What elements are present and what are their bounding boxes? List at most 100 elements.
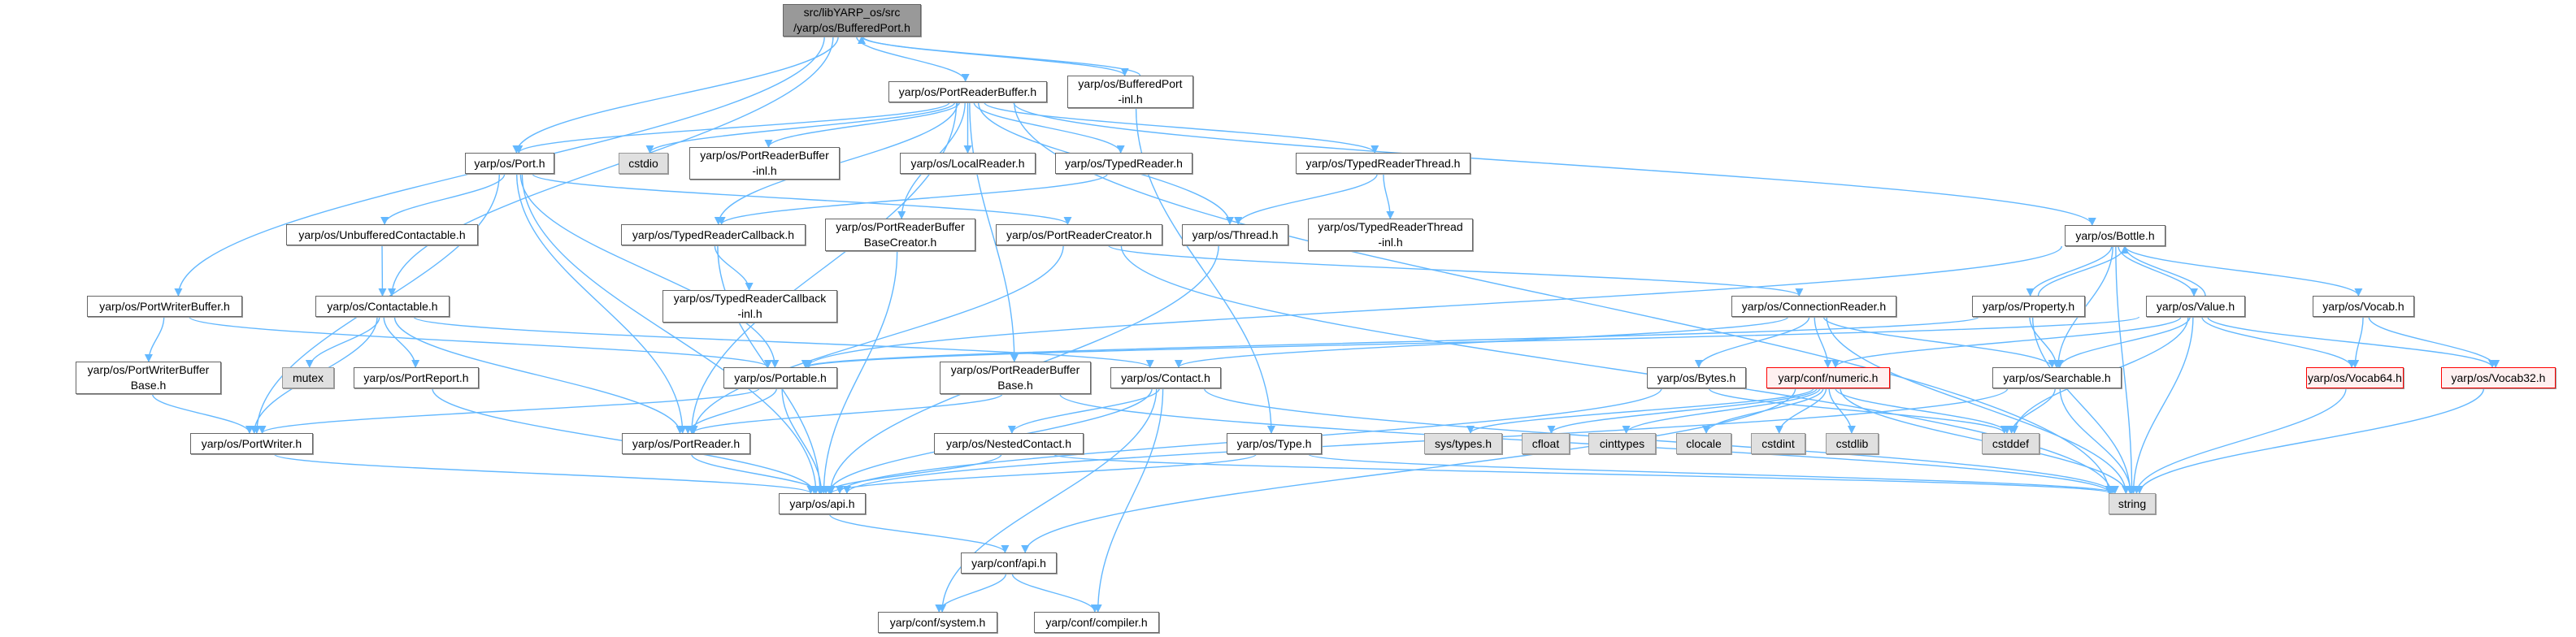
node-PortReader[interactable]: yarp/os/PortReader.h xyxy=(622,433,750,454)
node-Vocab[interactable]: yarp/os/Vocab.h xyxy=(2313,296,2414,317)
node-PRBInl[interactable]: yarp/os/PortReaderBuffer-inl.h xyxy=(689,147,840,180)
node-cstdio[interactable]: cstdio xyxy=(619,153,668,174)
node-string[interactable]: string xyxy=(2109,493,2156,514)
node-label: cstdint xyxy=(1761,436,1795,450)
edge-Port-to-PortReaderCreator xyxy=(532,173,1072,225)
edge-numeric-to-cstdlib xyxy=(1828,388,1856,434)
node-Contactable[interactable]: yarp/os/Contactable.h xyxy=(315,296,450,317)
edge-BufferedPortInl-to-root xyxy=(858,36,1141,76)
node-label: clocale xyxy=(1686,436,1722,450)
node-PortReaderCreator[interactable]: yarp/os/PortReaderCreator.h xyxy=(996,224,1162,245)
edge-Value-to-string xyxy=(2129,316,2194,494)
edge-PortReaderBuffer-to-cstdio xyxy=(645,102,956,154)
node-numeric[interactable]: yarp/conf/numeric.h xyxy=(1766,367,1890,388)
node-PortReport[interactable]: yarp/os/PortReport.h xyxy=(354,367,479,388)
node-Vocab32[interactable]: yarp/os/Vocab32.h xyxy=(2441,367,2556,388)
node-Contact[interactable]: yarp/os/Contact.h xyxy=(1110,367,1221,388)
node-Portable[interactable]: yarp/os/Portable.h xyxy=(723,367,837,388)
node-Port[interactable]: yarp/os/Port.h xyxy=(465,153,554,174)
node-TRThreadInl[interactable]: yarp/os/TypedReaderThread -inl.h xyxy=(1308,219,1473,251)
node-mutex[interactable]: mutex xyxy=(282,367,334,388)
node-TRCallbackInl[interactable]: yarp/os/TypedReaderCallback-inl.h xyxy=(662,290,837,323)
node-root[interactable]: src/libYARP_os/src/yarp/os/BufferedPort.… xyxy=(783,4,921,37)
node-BufferedPortInl[interactable]: yarp/os/BufferedPort-inl.h xyxy=(1067,76,1193,108)
edge-numeric-to-cinttypes xyxy=(1622,388,1821,434)
node-confapi[interactable]: yarp/conf/api.h xyxy=(961,552,1057,574)
node-PortWriter[interactable]: yarp/os/PortWriter.h xyxy=(190,433,313,454)
node-label: yarp/os/TypedReaderThread xyxy=(1318,220,1463,233)
node-ConnectionReader[interactable]: yarp/os/ConnectionReader.h xyxy=(1731,296,1896,317)
node-compiler[interactable]: yarp/conf/compiler.h xyxy=(1034,612,1159,633)
node-osapi[interactable]: yarp/os/api.h xyxy=(779,493,866,514)
node-label: yarp/os/PortReader.h xyxy=(632,436,741,450)
node-label: yarp/os/Searchable.h xyxy=(2003,370,2111,384)
node-TypedReaderCallback[interactable]: yarp/os/TypedReaderCallback.h xyxy=(621,224,806,245)
node-label: yarp/os/PortWriterBuffer.h xyxy=(99,299,230,313)
node-Searchable[interactable]: yarp/os/Searchable.h xyxy=(1992,367,2122,388)
node-label: yarp/os/BufferedPort xyxy=(1078,77,1183,90)
edge-Value-to-numeric xyxy=(1831,316,2182,368)
node-TypedReader[interactable]: yarp/os/TypedReader.h xyxy=(1055,153,1192,174)
node-label: cstdio xyxy=(628,156,658,170)
edge-PortReaderBuffer-to-Port xyxy=(515,102,950,154)
node-cstdlib[interactable]: cstdlib xyxy=(1826,433,1879,454)
node-cstdint[interactable]: cstdint xyxy=(1751,433,1805,454)
edge-Type-to-string xyxy=(1308,453,2119,494)
node-cstddef[interactable]: cstddef xyxy=(1982,433,2040,454)
node-label: src/libYARP_os/src xyxy=(803,6,901,19)
node-TypedReaderThread[interactable]: yarp/os/TypedReaderThread.h xyxy=(1296,153,1470,174)
edge-TypedReaderThread-to-Thread xyxy=(1234,173,1378,225)
node-Property[interactable]: yarp/os/Property.h xyxy=(1972,296,2085,317)
node-label: yarp/os/Bottle.h xyxy=(2075,228,2155,242)
node-label: yarp/os/TypedReader.h xyxy=(1065,156,1183,170)
edge-PortWriter-to-osapi xyxy=(273,453,815,494)
node-Bottle[interactable]: yarp/os/Bottle.h xyxy=(2065,225,2165,246)
node-system[interactable]: yarp/conf/system.h xyxy=(878,612,997,633)
node-Value[interactable]: yarp/os/Value.h xyxy=(2146,296,2245,317)
edge-ConnectionReader-to-numeric xyxy=(1814,316,1832,368)
node-label: Base.h xyxy=(997,379,1033,392)
edge-PortWriterBuffer-to-PWBBase xyxy=(144,316,165,362)
node-cfloat[interactable]: cfloat xyxy=(1522,433,1570,454)
node-systypes[interactable]: sys/types.h xyxy=(1424,433,1502,454)
edge-Bottle-to-Vocab xyxy=(2124,245,2363,297)
edge-TypedReaderThread-to-TRThreadInl xyxy=(1383,173,1395,219)
edge-ConnectionReader-to-Contact xyxy=(1175,316,1789,368)
node-label: yarp/os/PortWriterBuffer xyxy=(87,363,210,376)
node-label: -inl.h xyxy=(1378,236,1403,249)
edge-Bottle-to-string xyxy=(2115,245,2136,494)
node-LocalReader[interactable]: yarp/os/LocalReader.h xyxy=(900,153,1036,174)
edge-root-to-Port xyxy=(512,36,839,154)
node-label: yarp/conf/system.h xyxy=(889,615,986,629)
node-label: yarp/os/api.h xyxy=(789,496,855,510)
edge-Bottle-to-Portable xyxy=(803,245,2063,368)
edge-TypedReaderCallback-to-TRCallbackInl xyxy=(714,245,754,291)
node-PortReaderBuffer[interactable]: yarp/os/PortReaderBuffer.h xyxy=(888,81,1047,102)
node-label: /yarp/os/BufferedPort.h xyxy=(793,21,910,34)
node-Type[interactable]: yarp/os/Type.h xyxy=(1227,433,1322,454)
node-UnbufferedContactable[interactable]: yarp/os/UnbufferedContactable.h xyxy=(286,224,478,245)
edge-Port-to-UnbufferedContactable xyxy=(380,173,506,225)
node-Thread[interactable]: yarp/os/Thread.h xyxy=(1182,224,1288,245)
edge-Value-to-Bottle xyxy=(2121,245,2206,297)
edge-PortReaderBuffer-to-TypedReaderThread xyxy=(984,102,1379,154)
edge-PortReaderCreator-to-string xyxy=(1120,245,2115,494)
edge-Port-to-osapi xyxy=(521,173,820,494)
node-cinttypes[interactable]: cinttypes xyxy=(1588,433,1656,454)
node-Bytes[interactable]: yarp/os/Bytes.h xyxy=(1647,367,1746,388)
node-label: yarp/os/LocalReader.h xyxy=(910,156,1025,170)
node-label: yarp/os/TypedReaderCallback xyxy=(673,292,827,305)
node-clocale[interactable]: clocale xyxy=(1676,433,1731,454)
node-NestedContact[interactable]: yarp/os/NestedContact.h xyxy=(934,433,1084,454)
edge-Value-to-Vocab32 xyxy=(2207,316,2496,368)
node-label: yarp/os/Vocab32.h xyxy=(2451,370,2546,384)
node-PortWriterBuffer[interactable]: yarp/os/PortWriterBuffer.h xyxy=(87,296,242,317)
node-Vocab64[interactable]: yarp/os/Vocab64.h xyxy=(2306,367,2404,388)
edge-confapi-to-system xyxy=(935,573,1007,613)
node-label: yarp/os/Type.h xyxy=(1236,436,1312,450)
edge-Port-to-Portable xyxy=(519,173,780,368)
node-label: yarp/os/Thread.h xyxy=(1192,228,1279,241)
